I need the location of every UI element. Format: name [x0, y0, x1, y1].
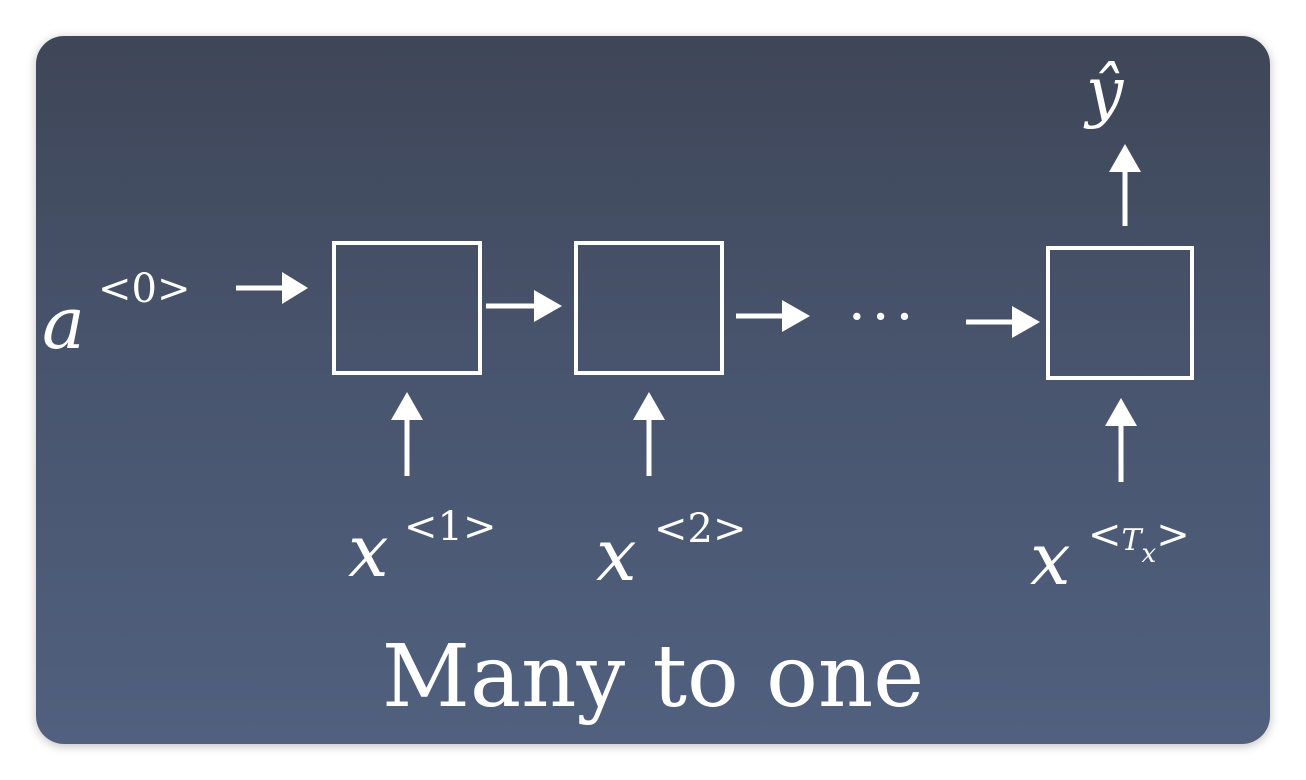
- ellipsis: ···: [848, 285, 919, 350]
- input-last-superscript: <Tx>: [1088, 512, 1190, 569]
- output-label: ŷ: [1083, 53, 1124, 130]
- initial-state-label: a <0>: [42, 266, 190, 365]
- arrow-initial-to-cell1: [236, 272, 308, 304]
- rnn-cell-1: [332, 241, 482, 375]
- arrow-input2-to-cell2: [633, 392, 665, 476]
- input-last-symbol: x: [1030, 517, 1071, 601]
- arrow-cell1-to-cell2: [486, 290, 562, 322]
- arrow-input1-to-cell1: [391, 392, 423, 476]
- input-label-2: x <2>: [596, 506, 746, 597]
- input-label-last: x <Tx>: [1030, 512, 1190, 601]
- rnn-cell-2: [574, 241, 724, 375]
- arrow-cell2-to-ellipsis: [736, 300, 810, 332]
- input-1-superscript: <1>: [404, 504, 496, 550]
- input-2-superscript: <2>: [654, 506, 746, 552]
- input-2-symbol: x: [596, 513, 637, 597]
- input-label-1: x <1>: [348, 504, 496, 593]
- input-last-open: <: [1088, 512, 1122, 558]
- input-last-var: T: [1122, 523, 1144, 558]
- input-last-sub: x: [1142, 539, 1157, 569]
- arrow-input-last-to-last-cell: [1105, 398, 1137, 482]
- rnn-diagram: a <0> ···: [42, 53, 1194, 727]
- diagram-frame: a <0> ···: [36, 36, 1270, 744]
- input-1-symbol: x: [348, 509, 389, 593]
- input-last-close: >: [1156, 512, 1190, 558]
- arrow-last-cell-to-output: [1109, 144, 1141, 226]
- rnn-cell-last: [1046, 246, 1194, 380]
- arrow-ellipsis-to-last-cell: [966, 306, 1040, 338]
- diagram-caption: Many to one: [382, 627, 924, 727]
- initial-state-symbol: a: [42, 281, 85, 365]
- initial-state-superscript: <0>: [98, 266, 190, 312]
